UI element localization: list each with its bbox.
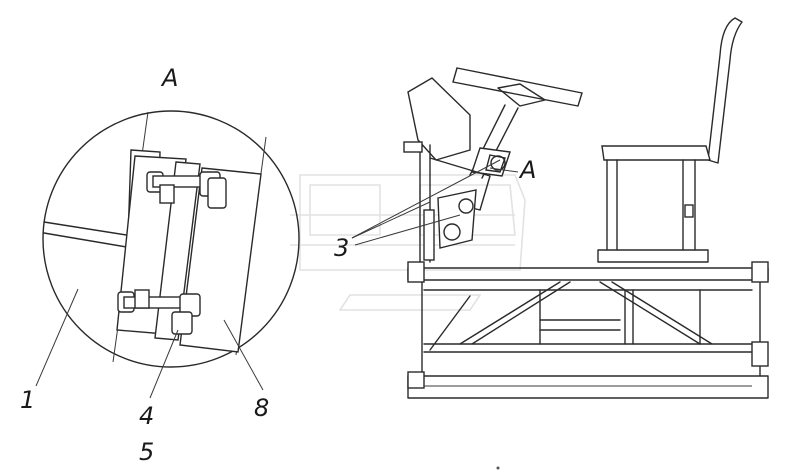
callout-label-a: A [520, 156, 537, 184]
detail-circle [42, 110, 300, 368]
part-label-1: 1 [20, 386, 36, 414]
watermark-truck [290, 174, 526, 311]
detail-view-a [35, 110, 300, 399]
frame-assembly [407, 261, 769, 399]
part-label-8: 8 [254, 394, 270, 422]
steering-wheel [452, 67, 583, 107]
callout-label-3: 3 [334, 234, 350, 262]
spacer-strip [154, 161, 201, 341]
view-label-a: A [162, 64, 179, 92]
part-label-4: 4 [139, 402, 155, 430]
steering-assembly [452, 67, 583, 179]
part-label-5: 5 [139, 438, 155, 466]
lower-bolt [117, 289, 201, 335]
seat [597, 17, 743, 263]
upper-bolt [146, 171, 227, 209]
console-bracket [403, 77, 491, 263]
